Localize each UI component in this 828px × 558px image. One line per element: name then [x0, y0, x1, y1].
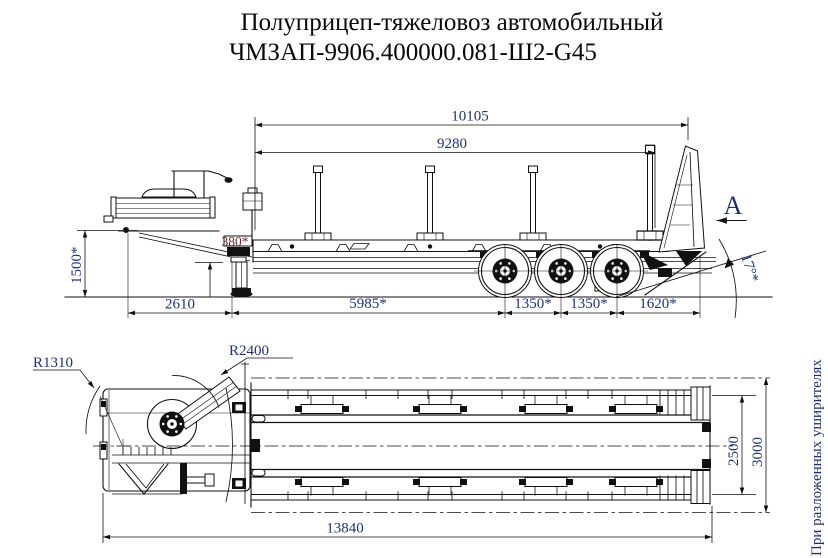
angle-arc [718, 238, 737, 319]
turntable-circle [146, 398, 198, 450]
ramp-panel [658, 145, 706, 253]
dim-radius-front: R1310 [33, 355, 73, 371]
dim-axle-spacing-2: 1350* [570, 296, 608, 312]
gooseneck-side [103, 170, 263, 298]
view-a-label: А [724, 191, 743, 220]
incline-line [615, 250, 767, 298]
dim-platform-width: 2500 [726, 436, 742, 466]
kingpin-block [227, 247, 250, 256]
dim-overall-length: 13840 [326, 521, 364, 537]
gooseneck-plan [99, 362, 252, 508]
stake-4 [636, 144, 664, 241]
title-block: Полуприцеп-тяжеловоз автомобильный ЧМЗАП… [229, 9, 663, 66]
dim-axle-spacing-1: 1350* [514, 296, 552, 312]
swing-clearance-arc [225, 387, 233, 503]
main-beams [251, 414, 710, 478]
support-foot [230, 290, 253, 298]
deck-slot [349, 243, 370, 250]
title-line2: ЧМЗАП-9906.400000.081-Ш2-G45 [229, 39, 597, 66]
radius-swing-arc [171, 375, 220, 408]
side-view-dimensions: 10105 9280 1500* 380* 2610 5985* 1350* 1… [69, 109, 701, 318]
extended-note: При разложенных уширителях [809, 359, 825, 556]
dim-kingpin-to-axle1: 5985* [349, 296, 387, 312]
stake-3 [519, 165, 547, 241]
title-line1: Полуприцеп-тяжеловоз автомобильный [241, 9, 664, 36]
handrail [171, 170, 209, 198]
radius-front-arc [85, 385, 101, 435]
deck-hump [141, 188, 197, 198]
extended-width-lines [251, 377, 770, 513]
dim-radius-swing: R2400 [229, 343, 269, 359]
radius-annotations: R1310 R2400 [33, 343, 293, 503]
stake-2 [416, 165, 444, 241]
platform-plan [93, 377, 770, 513]
rear-ramp [640, 145, 707, 296]
dim-clearance: 380* [222, 234, 249, 249]
side-view: 17°* А 10105 9280 1500* 380* [64, 109, 773, 319]
dim-deck-length: 9280 [437, 136, 467, 152]
dim-overall-top: 10105 [451, 109, 489, 125]
ramp-angle-label: 17°* [737, 252, 761, 284]
dim-extended-width: 3000 [750, 437, 766, 467]
ramp-angle-annotation: 17°* [615, 238, 767, 319]
dim-axle-to-rear: 1620* [639, 296, 677, 312]
top-view-dimensions: 2500 3000 13840 При разложенных уширител… [102, 359, 825, 556]
dim-front-to-kingpin: 2610 [165, 297, 195, 313]
view-a-annotation: А [716, 191, 747, 224]
stake-1 [304, 165, 332, 241]
rear-ramp-plan-bottom [659, 470, 711, 504]
top-view: R1310 R2400 [33, 343, 825, 556]
dim-coupling-height: 1500* [69, 247, 85, 285]
